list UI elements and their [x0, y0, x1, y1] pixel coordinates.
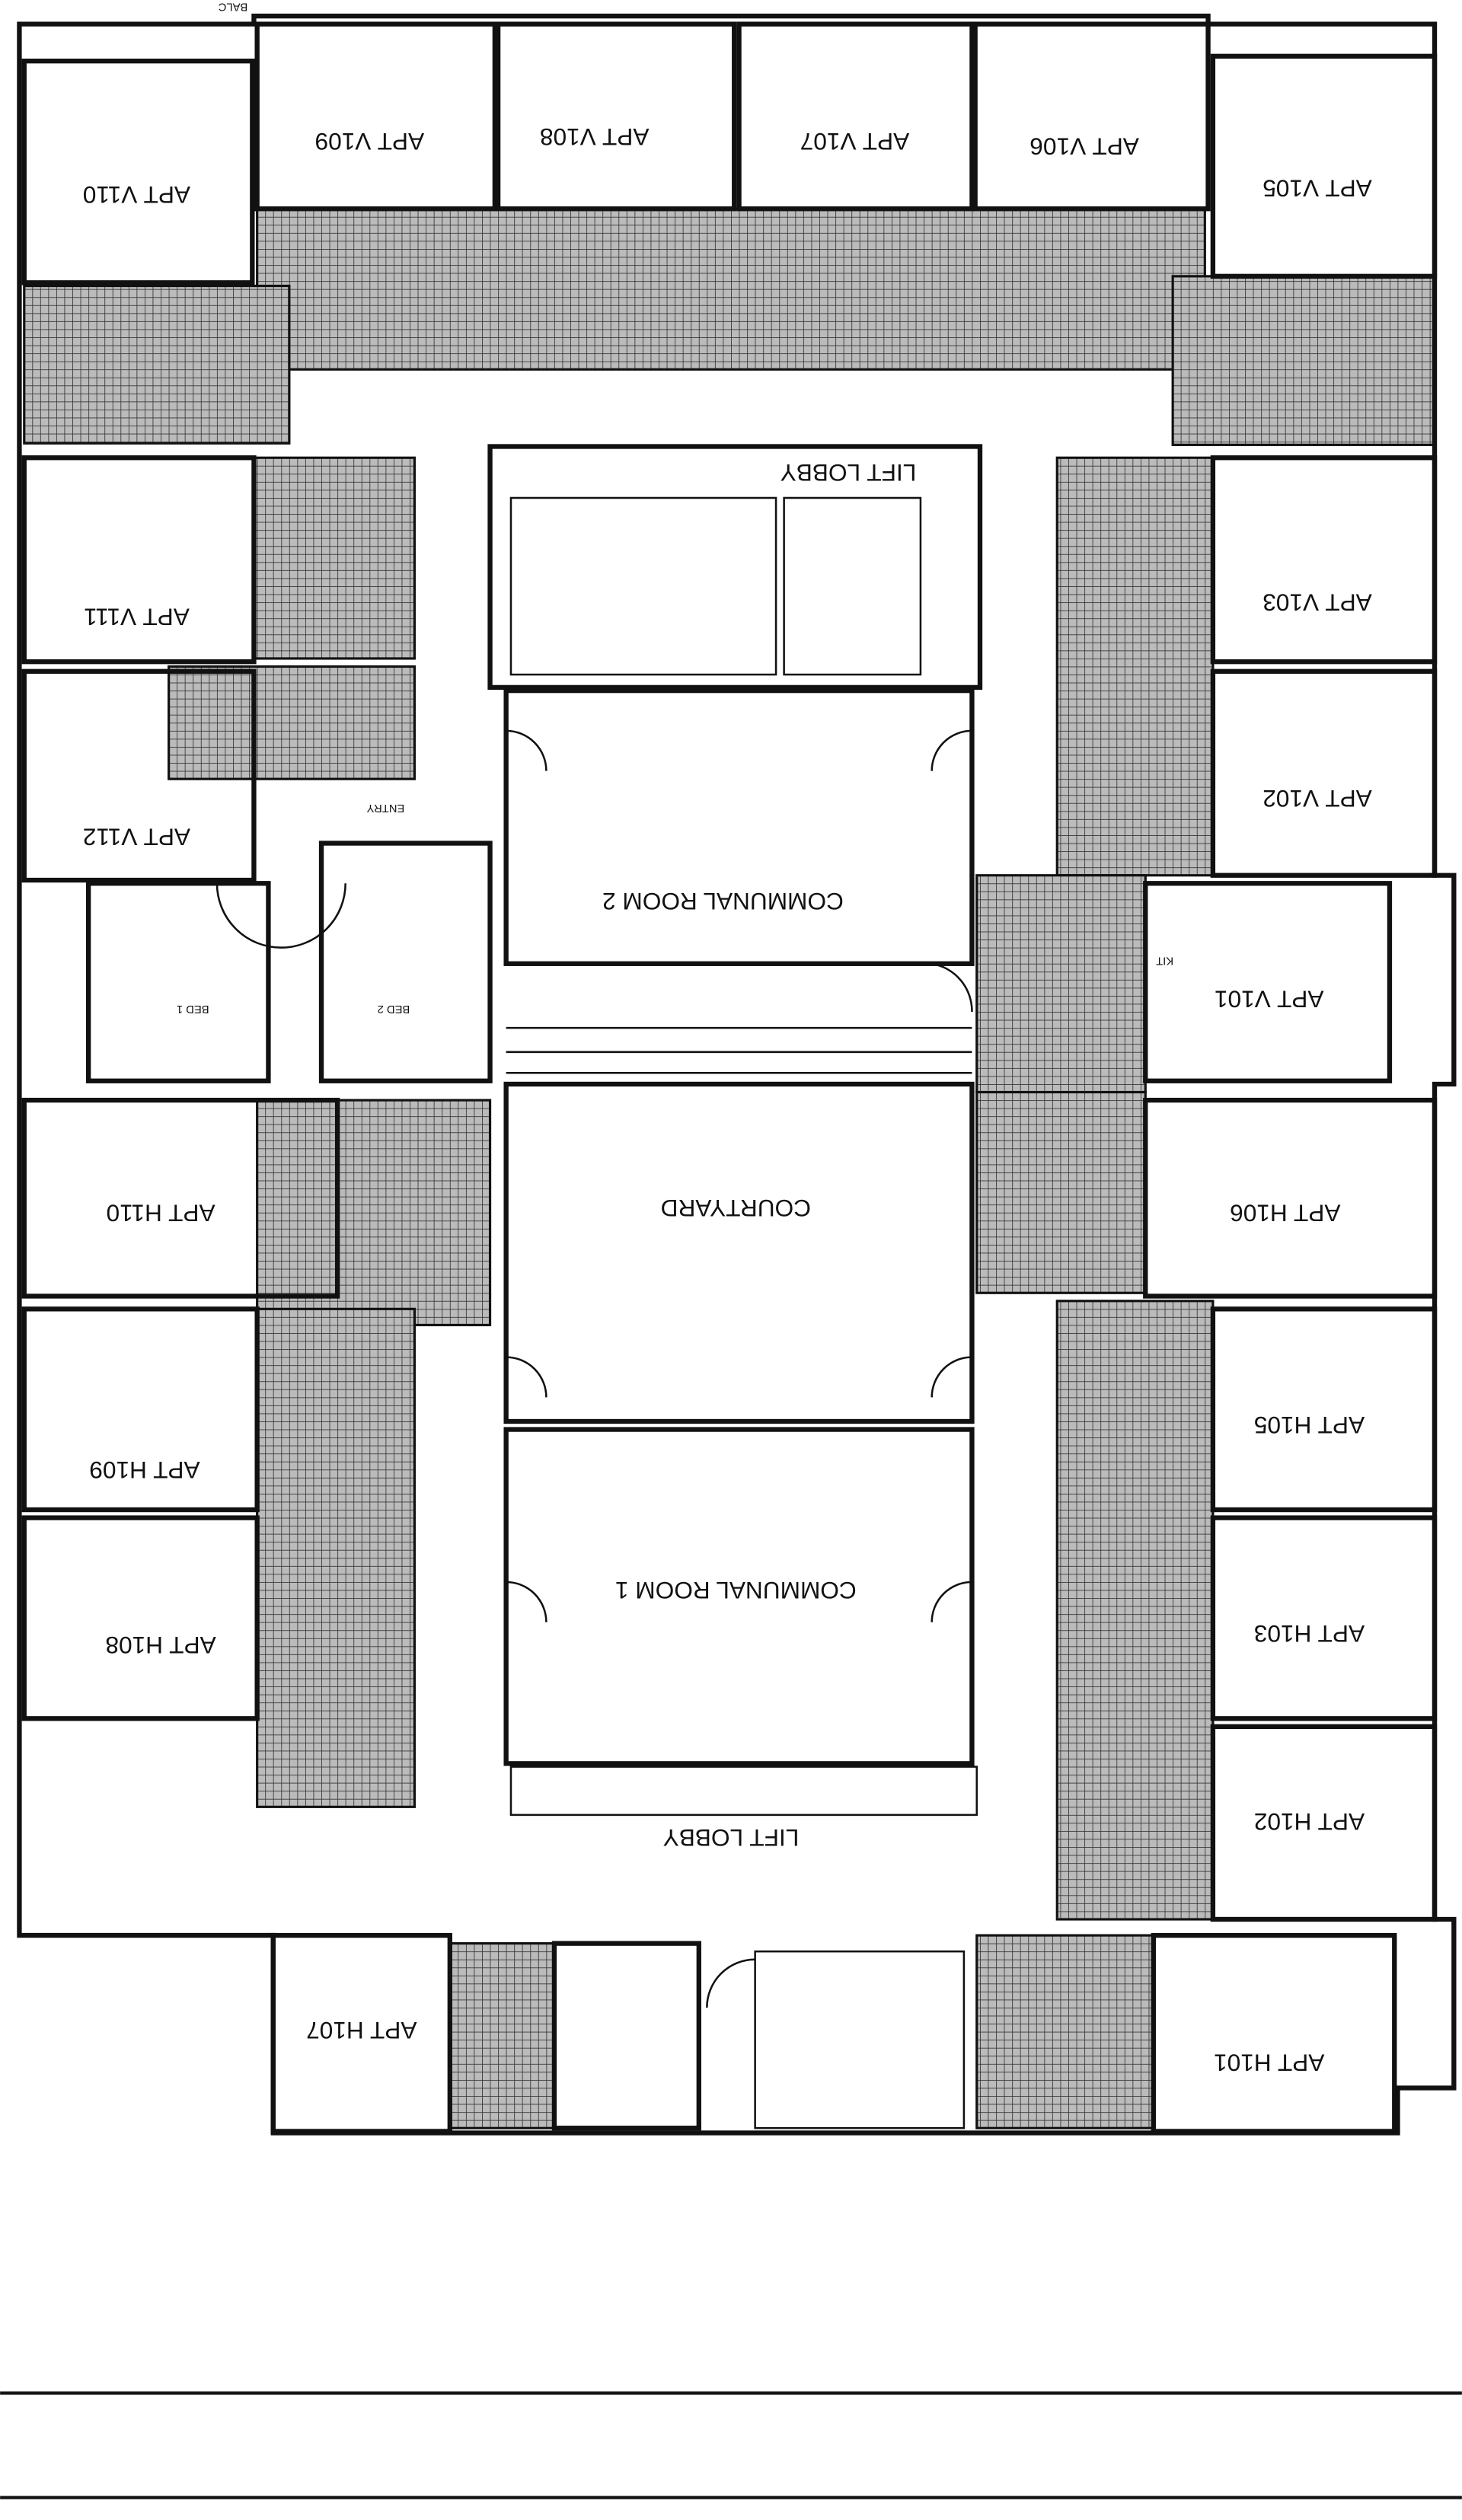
- room-apt-v111: [21, 455, 257, 665]
- room-bed-2: [318, 841, 493, 1083]
- stair-bottom: [754, 1950, 966, 2129]
- communal-room-1: [503, 1427, 975, 1766]
- common-labels: LIFT LOBBY COMMUNAL ROOM 2 COURTYARD COM…: [602, 459, 916, 1852]
- label-apt-h106: APT H106: [1230, 1199, 1340, 1227]
- room-apt-h110: [21, 1097, 340, 1299]
- label-apt-v105: APT V105: [1262, 174, 1372, 202]
- courtyard: [503, 1081, 975, 1424]
- room-apt-h102: [1210, 1724, 1438, 1922]
- label-apt-v109: APT V109: [315, 128, 425, 155]
- room-bed-1: [85, 881, 271, 1083]
- site-lines: [0, 2391, 1462, 2499]
- label-apt-v110: APT V110: [83, 181, 190, 209]
- label-apt-v106: APT V106: [1029, 133, 1139, 161]
- lift-shaft-bottom: [551, 1941, 701, 2131]
- label-apt-h103: APT H103: [1254, 1620, 1365, 1648]
- label-apt-v101: APT V101: [1215, 986, 1324, 1013]
- label-communal-room-1: COMMUNAL ROOM 1: [615, 1577, 857, 1604]
- common-areas: [215, 444, 983, 2131]
- room-apt-h101: [1151, 1932, 1397, 2134]
- label-apt-h107: APT H107: [306, 2017, 417, 2044]
- label-apt-v102: APT V102: [1262, 785, 1372, 812]
- communal-room-2: [503, 687, 975, 966]
- label-courtyard: COURTYARD: [661, 1195, 811, 1222]
- label-kit: KIT: [1156, 955, 1173, 967]
- label-apt-h105: APT H105: [1254, 1412, 1365, 1439]
- room-apt-v101: [1143, 881, 1393, 1083]
- room-apt-h103: [1210, 1515, 1438, 1721]
- label-apt-h108: APT H108: [105, 1632, 215, 1659]
- label-apt-h101: APT H101: [1214, 2049, 1324, 2076]
- room-apt-h106: [1143, 1097, 1438, 1299]
- label-lift-lobby-bottom: LIFT LOBBY: [663, 1824, 800, 1852]
- label-apt-v103: APT V103: [1262, 589, 1372, 617]
- label-apt-v111: APT V111: [84, 604, 190, 631]
- wet-areas: [23, 207, 1436, 2129]
- room-apt-v102: [1210, 668, 1438, 878]
- label-lift-lobby-top: LIFT LOBBY: [780, 459, 917, 486]
- room-apt-v105: [1210, 53, 1438, 279]
- label-apt-v107: APT V107: [800, 128, 910, 155]
- label-bed-1: BED 1: [177, 1003, 209, 1015]
- label-bed-2: BED 2: [378, 1003, 410, 1015]
- lift-core-top: [487, 444, 983, 691]
- small-labels: BED 1 BED 2 ENTRY KIT BALC: [177, 1, 1173, 1015]
- label-entry: ENTRY: [366, 802, 404, 814]
- room-apt-h105: [1210, 1306, 1438, 1513]
- room-apt-v112: [21, 668, 257, 883]
- apartments: [21, 21, 1438, 2134]
- room-apt-v107: [736, 21, 975, 212]
- label-apt-h110: APT H110: [107, 1199, 215, 1227]
- room-apt-v110: [21, 59, 255, 285]
- lift-core-bottom: [509, 1766, 978, 1817]
- label-apt-h102: APT H102: [1254, 1808, 1365, 1836]
- room-apt-v109: [254, 21, 498, 212]
- room-apt-h107: [270, 1932, 452, 2134]
- label-apt-v108: APT V108: [540, 123, 650, 151]
- room-apt-v103: [1210, 455, 1438, 665]
- lift-shaft-top: [783, 496, 922, 676]
- room-apt-h108: [21, 1515, 260, 1721]
- room-apt-v108: [495, 21, 737, 212]
- room-apt-v106: [972, 21, 1211, 212]
- label-communal-room-2: COMMUNAL ROOM 2: [602, 888, 844, 915]
- apartment-labels: APT V110 APT V109 APT V108 APT V107 APT …: [83, 123, 1372, 2076]
- stair-top: [509, 496, 777, 676]
- label-balc: BALC: [218, 1, 247, 13]
- room-apt-h109: [21, 1306, 260, 1513]
- label-apt-v112: APT V112: [83, 824, 190, 851]
- label-apt-h109: APT H109: [89, 1456, 200, 1484]
